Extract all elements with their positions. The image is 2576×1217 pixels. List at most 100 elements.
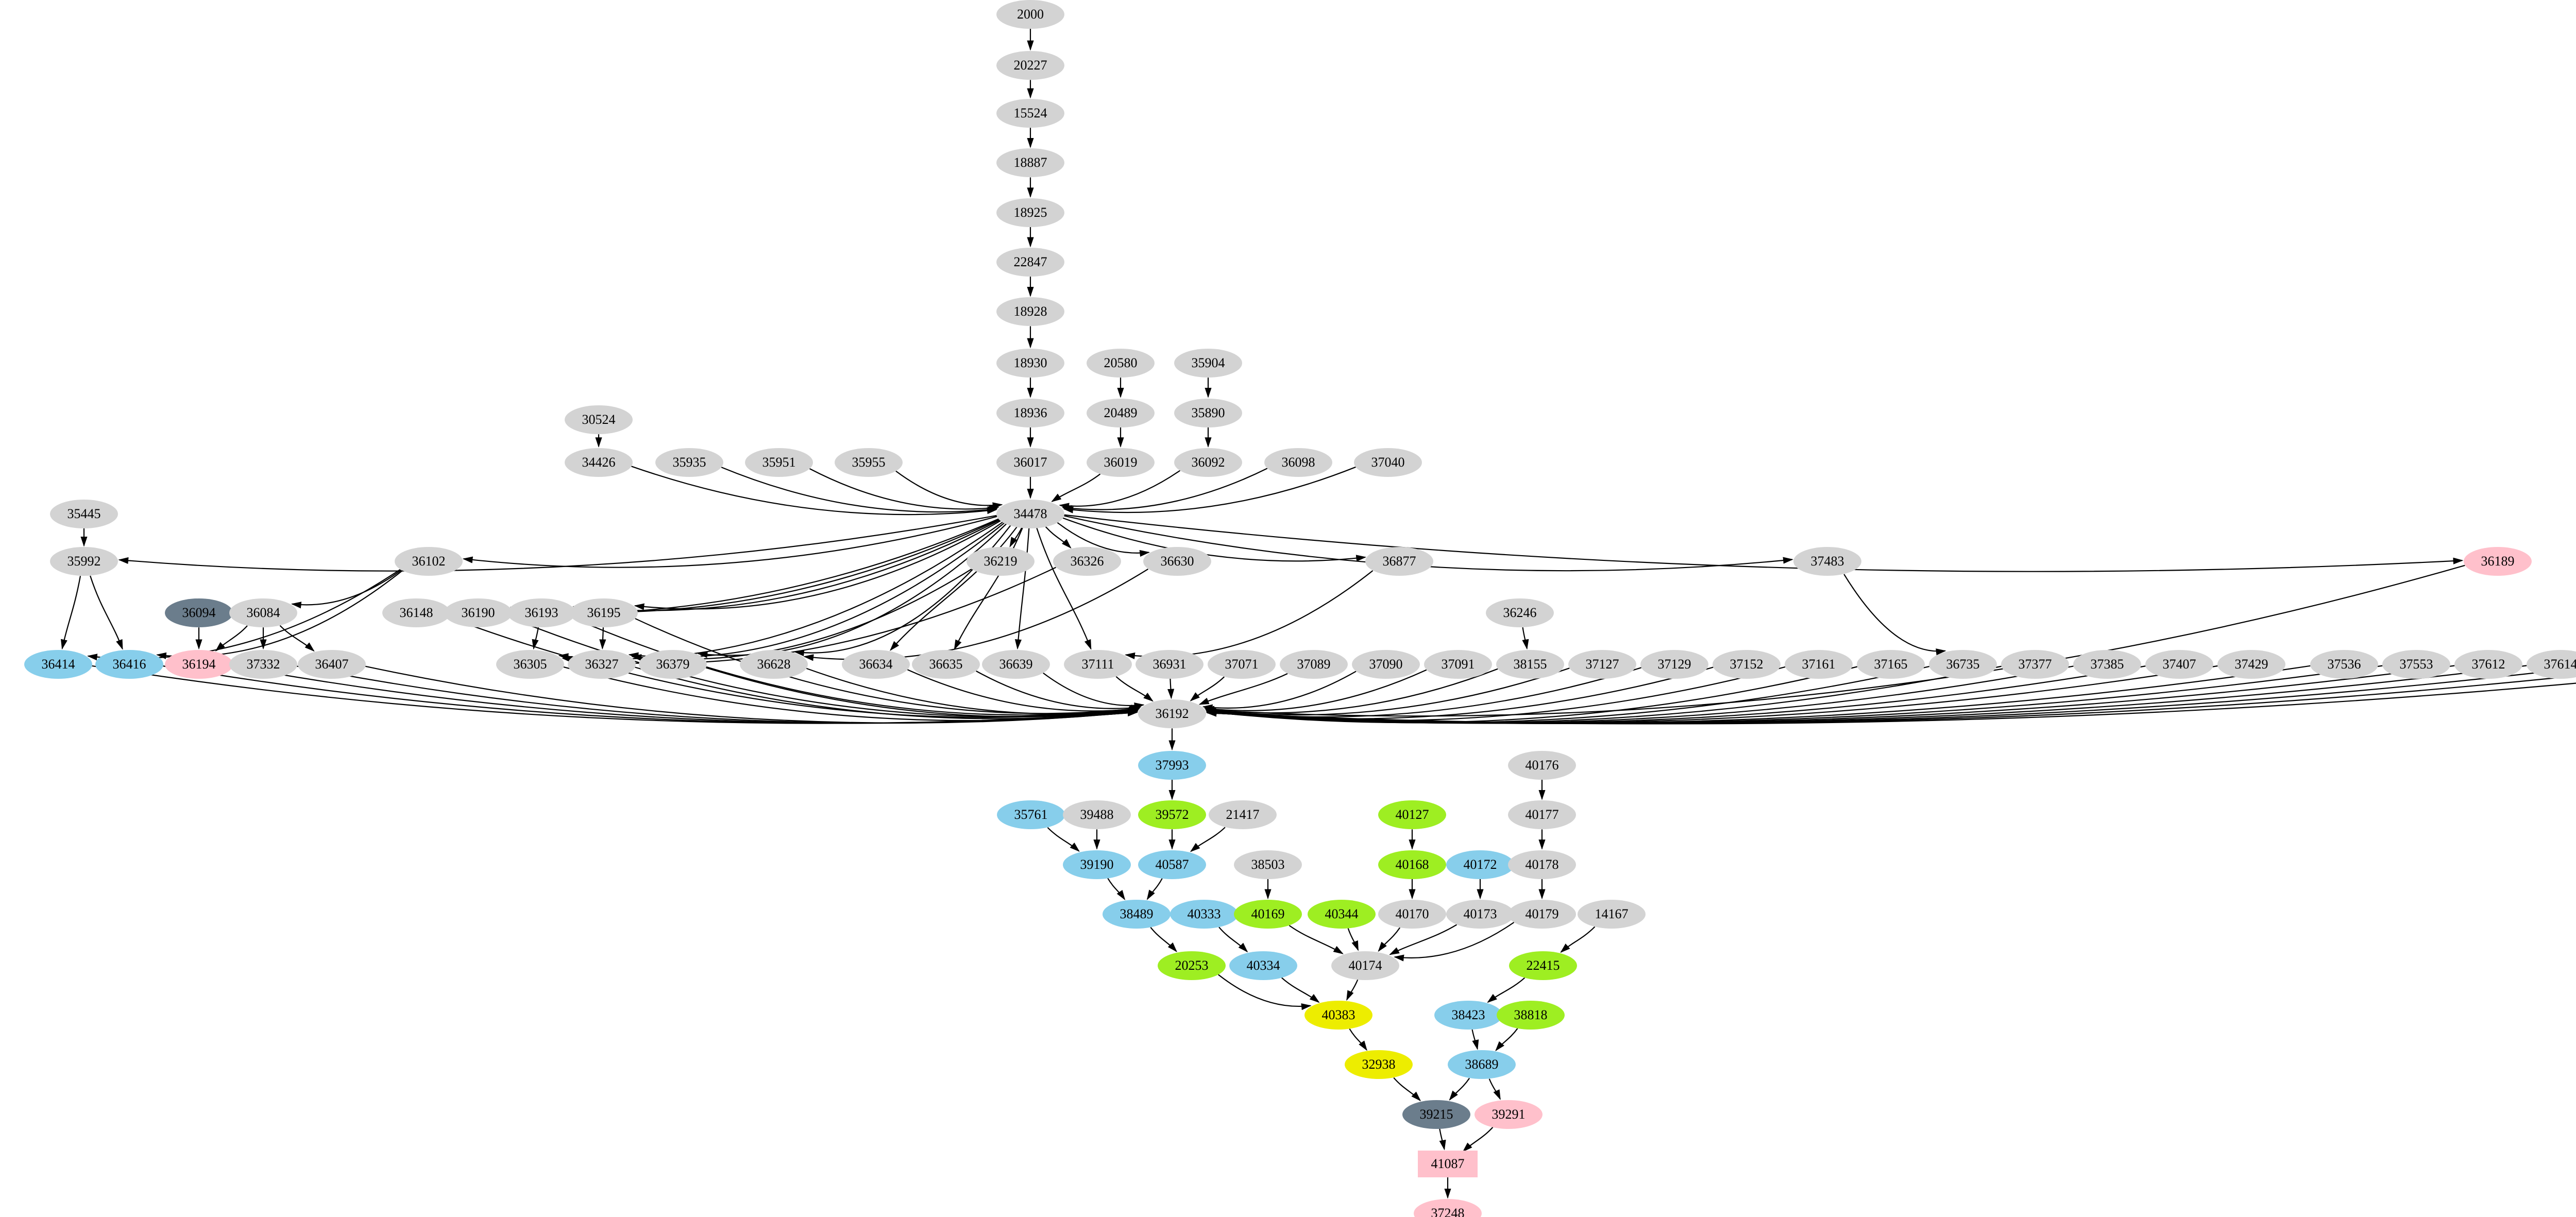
graph-node-37536[interactable]: 37536: [2310, 650, 2378, 679]
graph-node-40176[interactable]: 40176: [1508, 751, 1576, 780]
graph-node-37111[interactable]: 37111: [1064, 650, 1132, 679]
graph-node-36102[interactable]: 36102: [395, 547, 463, 576]
graph-node-36098[interactable]: 36098: [1264, 448, 1332, 477]
graph-node-36219[interactable]: 36219: [967, 547, 1035, 576]
graph-node-39291[interactable]: 39291: [1475, 1100, 1543, 1129]
graph-node-37071[interactable]: 37071: [1208, 650, 1276, 679]
graph-node-38423[interactable]: 38423: [1434, 1001, 1502, 1030]
graph-node-40172[interactable]: 40172: [1446, 850, 1514, 879]
graph-node-40344[interactable]: 40344: [1308, 900, 1376, 929]
graph-node-37612[interactable]: 37612: [2454, 650, 2522, 679]
graph-node-2000[interactable]: 2000: [996, 0, 1064, 29]
graph-node-38489[interactable]: 38489: [1103, 900, 1171, 929]
graph-node-37090[interactable]: 37090: [1352, 650, 1420, 679]
graph-node-38689[interactable]: 38689: [1448, 1050, 1516, 1079]
graph-node-36192[interactable]: 36192: [1138, 699, 1206, 729]
graph-node-15524[interactable]: 15524: [996, 99, 1064, 128]
graph-node-39572[interactable]: 39572: [1138, 800, 1206, 830]
graph-node-37127[interactable]: 37127: [1568, 650, 1636, 679]
graph-node-40168[interactable]: 40168: [1378, 850, 1446, 879]
graph-node-39190[interactable]: 39190: [1063, 850, 1131, 879]
graph-node-40333[interactable]: 40333: [1170, 900, 1238, 929]
graph-node-36416[interactable]: 36416: [95, 650, 163, 679]
graph-node-36635[interactable]: 36635: [912, 650, 980, 679]
graph-node-36094[interactable]: 36094: [165, 598, 233, 628]
graph-node-37385[interactable]: 37385: [2073, 650, 2141, 679]
graph-node-18928[interactable]: 18928: [996, 297, 1064, 327]
graph-node-36628[interactable]: 36628: [740, 650, 808, 679]
graph-node-20489[interactable]: 20489: [1087, 398, 1155, 427]
graph-node-36407[interactable]: 36407: [298, 650, 366, 679]
graph-node-36877[interactable]: 36877: [1365, 547, 1433, 576]
graph-node-35935[interactable]: 35935: [655, 448, 723, 477]
graph-node-39488[interactable]: 39488: [1063, 800, 1131, 830]
graph-node-40587[interactable]: 40587: [1138, 850, 1206, 879]
graph-node-35904[interactable]: 35904: [1174, 349, 1242, 378]
graph-node-36092[interactable]: 36092: [1174, 448, 1242, 477]
graph-node-36634[interactable]: 36634: [842, 650, 910, 679]
graph-node-22415[interactable]: 22415: [1509, 951, 1577, 980]
graph-node-37091[interactable]: 37091: [1424, 650, 1492, 679]
graph-node-35761[interactable]: 35761: [997, 800, 1065, 830]
graph-node-38818[interactable]: 38818: [1497, 1001, 1565, 1030]
graph-node-35890[interactable]: 35890: [1174, 398, 1242, 427]
graph-node-36190[interactable]: 36190: [444, 598, 512, 628]
graph-node-40179[interactable]: 40179: [1508, 900, 1576, 929]
graph-node-35951[interactable]: 35951: [745, 448, 813, 477]
graph-node-40174[interactable]: 40174: [1331, 951, 1399, 980]
graph-node-36735[interactable]: 36735: [1929, 650, 1997, 679]
graph-node-37089[interactable]: 37089: [1280, 650, 1348, 679]
graph-node-37483[interactable]: 37483: [1793, 547, 1861, 576]
graph-node-39215[interactable]: 39215: [1402, 1100, 1470, 1129]
graph-node-35955[interactable]: 35955: [835, 448, 903, 477]
graph-node-36630[interactable]: 36630: [1143, 547, 1211, 576]
graph-node-30524[interactable]: 30524: [565, 405, 633, 435]
graph-node-38503[interactable]: 38503: [1234, 850, 1302, 879]
graph-node-38155[interactable]: 38155: [1496, 650, 1564, 679]
graph-node-20253[interactable]: 20253: [1158, 951, 1226, 980]
graph-node-34478[interactable]: 34478: [996, 499, 1064, 528]
graph-node-14167[interactable]: 14167: [1578, 900, 1646, 929]
graph-node-36379[interactable]: 36379: [639, 650, 707, 679]
graph-node-36194[interactable]: 36194: [165, 650, 233, 679]
graph-node-40170[interactable]: 40170: [1378, 900, 1446, 929]
graph-node-36414[interactable]: 36414: [24, 650, 92, 679]
graph-node-36017[interactable]: 36017: [996, 448, 1064, 477]
graph-node-37129[interactable]: 37129: [1640, 650, 1708, 679]
graph-node-37040[interactable]: 37040: [1354, 448, 1422, 477]
graph-node-37429[interactable]: 37429: [2217, 650, 2285, 679]
graph-node-36148[interactable]: 36148: [382, 598, 450, 628]
graph-node-36327[interactable]: 36327: [568, 650, 636, 679]
graph-node-37407[interactable]: 37407: [2145, 650, 2213, 679]
graph-node-18936[interactable]: 18936: [996, 398, 1064, 427]
graph-node-40173[interactable]: 40173: [1446, 900, 1514, 929]
graph-node-36305[interactable]: 36305: [496, 650, 564, 679]
graph-node-36189[interactable]: 36189: [2464, 547, 2532, 576]
graph-node-37161[interactable]: 37161: [1785, 650, 1853, 679]
graph-node-20227[interactable]: 20227: [996, 51, 1064, 80]
graph-node-18887[interactable]: 18887: [996, 148, 1064, 178]
graph-node-40178[interactable]: 40178: [1508, 850, 1576, 879]
graph-node-36195[interactable]: 36195: [570, 598, 638, 628]
graph-node-40177[interactable]: 40177: [1508, 800, 1576, 830]
graph-node-36326[interactable]: 36326: [1053, 547, 1121, 576]
graph-node-36639[interactable]: 36639: [982, 650, 1050, 679]
graph-node-41087[interactable]: 41087: [1418, 1151, 1478, 1178]
graph-node-37614[interactable]: 37614: [2527, 650, 2576, 679]
graph-node-18925[interactable]: 18925: [996, 198, 1064, 227]
graph-node-37377[interactable]: 37377: [2001, 650, 2069, 679]
graph-node-36193[interactable]: 36193: [507, 598, 575, 628]
graph-node-18930[interactable]: 18930: [996, 349, 1064, 378]
graph-node-37165[interactable]: 37165: [1857, 650, 1925, 679]
graph-node-20580[interactable]: 20580: [1087, 349, 1155, 378]
graph-node-37553[interactable]: 37553: [2382, 650, 2450, 679]
graph-node-37152[interactable]: 37152: [1713, 650, 1781, 679]
graph-node-35445[interactable]: 35445: [50, 499, 118, 528]
graph-node-36019[interactable]: 36019: [1087, 448, 1155, 477]
graph-node-21417[interactable]: 21417: [1209, 800, 1277, 830]
graph-node-40169[interactable]: 40169: [1234, 900, 1302, 929]
graph-node-36246[interactable]: 36246: [1486, 598, 1554, 628]
graph-node-40127[interactable]: 40127: [1378, 800, 1446, 830]
graph-node-37332[interactable]: 37332: [229, 650, 297, 679]
graph-node-35992[interactable]: 35992: [50, 547, 118, 576]
